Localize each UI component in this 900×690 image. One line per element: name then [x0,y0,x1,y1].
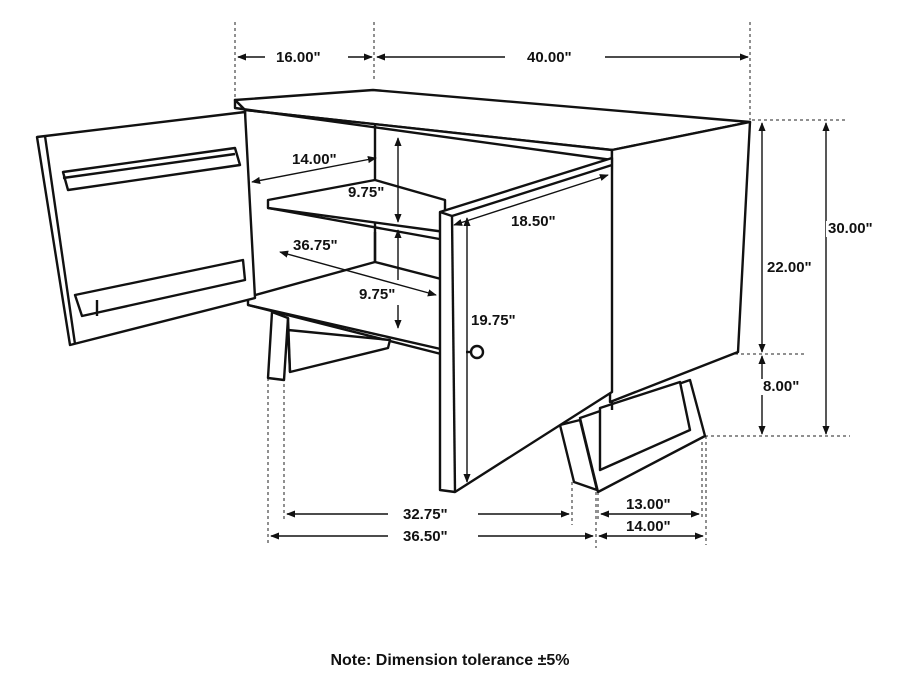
dimension-arrows [237,53,830,540]
door-knob-icon [469,344,485,360]
dim-leg-depth-inner: 13.00" [626,496,671,513]
dim-leg-height: 8.00" [761,378,802,395]
extension-lines [234,22,850,548]
dim-inner-depth: 14.00" [292,151,337,168]
dim-overall-width: 40.00" [525,49,574,66]
dim-lower-shelf-gap: 9.75" [357,286,398,303]
dim-upper-shelf-gap: 9.75" [348,184,385,201]
left-door [35,110,257,347]
tolerance-note: Note: Dimension tolerance ±5% [330,652,570,669]
dim-door-height: 19.75" [471,312,516,329]
dim-leg-depth-outer: 14.00" [626,518,671,535]
dim-right-door-width: 18.50" [511,213,556,230]
dim-leg-span-outer: 36.50" [401,528,450,545]
dim-interior-width: 36.75" [293,237,338,254]
dim-left-door-width: 16.00" [274,49,323,66]
right-door [438,156,614,494]
dim-overall-height: 30.00" [826,220,875,237]
dim-case-height: 22.00" [765,259,814,276]
dim-leg-span-inner: 32.75" [401,506,450,523]
